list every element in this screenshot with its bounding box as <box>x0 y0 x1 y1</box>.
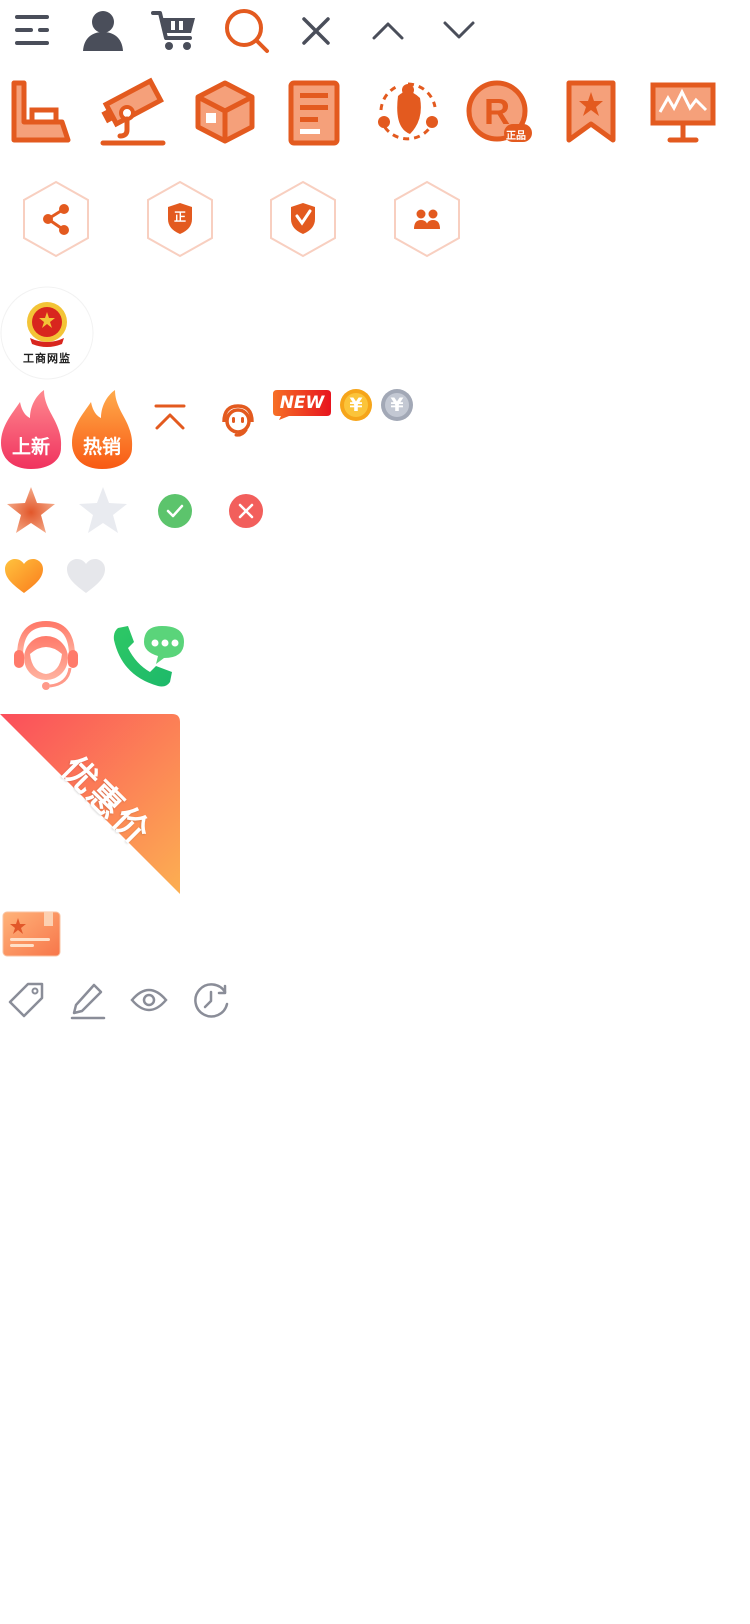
edit-icon[interactable] <box>70 982 106 1020</box>
star-filled-icon[interactable] <box>6 486 56 534</box>
discount-ribbon: 优惠价 <box>0 714 180 894</box>
genuine-sub-label: 正品 <box>506 131 526 142</box>
vip-card-icon <box>2 910 62 960</box>
yen-silver-icon: ¥ <box>381 389 413 421</box>
hex-users-icon <box>393 180 461 258</box>
tag-icon[interactable] <box>8 982 44 1018</box>
phone-chat-icon[interactable] <box>110 622 186 690</box>
box-icon <box>194 80 256 144</box>
svg-text:R: R <box>484 91 510 132</box>
customer-service-icon[interactable] <box>220 402 256 438</box>
share-orbit-icon <box>376 80 440 144</box>
hex-share-icon <box>22 180 90 258</box>
aic-seal-label: 工商网监 <box>23 352 71 365</box>
back-to-top-icon[interactable] <box>154 404 186 430</box>
genuine-mark: 正 <box>173 210 186 224</box>
monitor-chart-icon <box>650 82 716 144</box>
chevron-up-icon[interactable] <box>372 20 404 40</box>
bookmark-star-icon <box>566 80 616 144</box>
yen-silver-label: ¥ <box>390 394 404 416</box>
hex-shield-genuine-icon: 正 <box>146 180 214 258</box>
new-tag-label: NEW <box>279 393 325 413</box>
chair-icon <box>10 80 72 144</box>
flame-new-label: 上新 <box>11 436 50 458</box>
yen-gold-icon: ¥ <box>340 389 372 421</box>
search-icon[interactable] <box>224 8 270 54</box>
document-icon <box>288 80 342 146</box>
aic-seal-icon: 工商网监 <box>0 286 94 380</box>
star-empty-icon[interactable] <box>78 486 128 534</box>
check-circle-icon[interactable] <box>157 493 193 529</box>
hex-shield-verified-icon <box>269 180 337 258</box>
support-agent-icon[interactable] <box>10 620 82 692</box>
eye-icon[interactable] <box>130 986 168 1014</box>
telescope-icon <box>100 76 166 148</box>
flame-hot-label: 热销 <box>82 436 121 458</box>
chevron-down-icon[interactable] <box>443 20 475 40</box>
cross-circle-icon[interactable] <box>228 493 264 529</box>
flame-hot-icon: 热销 <box>71 388 133 470</box>
flame-new-icon: 上新 <box>0 388 62 470</box>
cart-icon[interactable] <box>151 10 197 52</box>
yen-gold-label: ¥ <box>349 394 363 416</box>
history-icon[interactable] <box>192 982 230 1020</box>
user-icon[interactable] <box>82 10 124 52</box>
new-tag-icon: NEW <box>273 390 331 420</box>
menu-icon[interactable] <box>14 12 50 48</box>
close-icon[interactable] <box>301 16 331 46</box>
heart-filled-icon[interactable] <box>4 558 44 594</box>
heart-empty-icon[interactable] <box>66 558 106 594</box>
registered-genuine-icon: R 正品 <box>466 80 532 146</box>
